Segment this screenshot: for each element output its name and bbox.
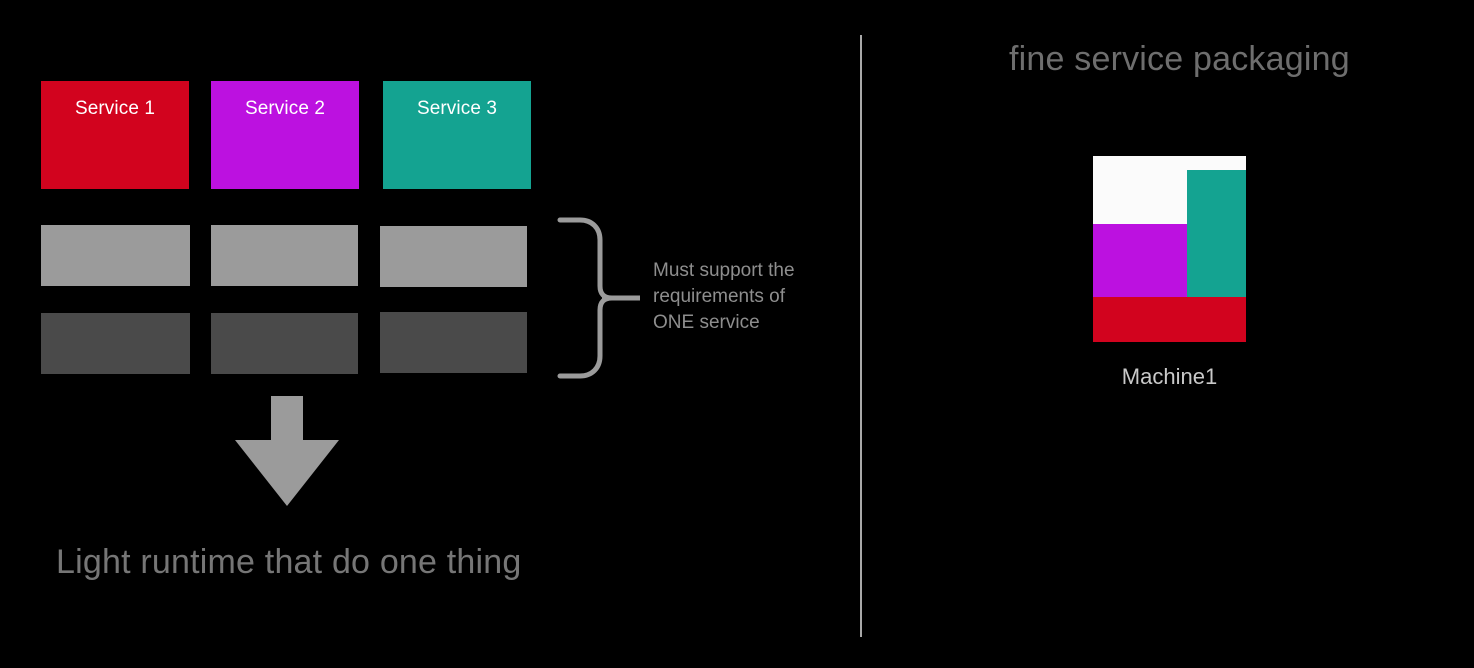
callout-text: Must support the requirements of ONE ser… xyxy=(653,260,795,333)
runtime-layer-light-1 xyxy=(41,225,190,286)
runtime-layer-light-2 xyxy=(211,225,358,286)
machine-block-service-1 xyxy=(1093,297,1246,342)
runtime-layer-dark-2 xyxy=(211,313,358,374)
machine-block-service-2 xyxy=(1093,224,1187,297)
runtime-layer-dark-1 xyxy=(41,313,190,374)
machine-caption: Machine1 xyxy=(1121,364,1218,389)
service-card-2-label: Service 2 xyxy=(244,98,326,119)
runtime-layer-light-3 xyxy=(380,226,527,287)
bottom-caption: Light runtime that do one thing xyxy=(56,543,522,581)
right-panel-title: fine service packaging xyxy=(1009,40,1350,78)
service-card-1-label: Service 1 xyxy=(74,98,156,119)
machine-block-service-3 xyxy=(1187,170,1246,297)
service-card-3-label: Service 3 xyxy=(416,98,498,119)
service-card-2[interactable]: Service 2 xyxy=(211,81,359,189)
machine-container xyxy=(1093,156,1246,342)
down-arrow-icon xyxy=(233,396,341,508)
curly-brace-icon xyxy=(556,216,646,380)
service-card-1[interactable]: Service 1 xyxy=(41,81,189,189)
vertical-divider xyxy=(860,35,862,637)
runtime-layer-dark-3 xyxy=(380,312,527,373)
service-card-3[interactable]: Service 3 xyxy=(383,81,531,189)
